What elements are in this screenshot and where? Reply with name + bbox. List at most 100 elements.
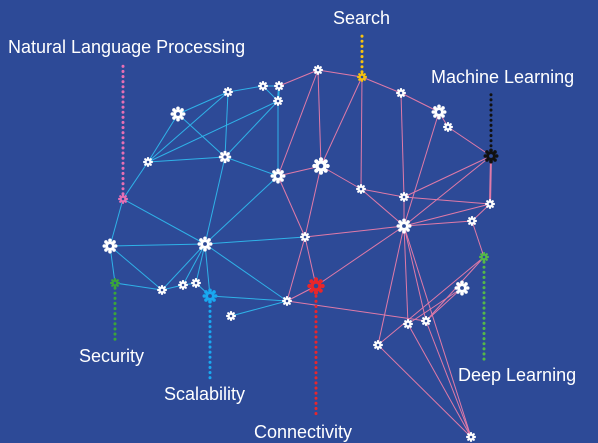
gear-icon — [373, 340, 383, 350]
link-line — [377, 344, 472, 438]
link-line — [109, 243, 206, 247]
gear-icon — [399, 192, 409, 202]
link-line — [147, 91, 229, 163]
link-line — [489, 155, 492, 205]
link-line — [403, 225, 472, 438]
gear-icon — [143, 157, 153, 167]
gear-icon — [202, 288, 218, 304]
link-line — [360, 188, 405, 227]
link-line — [447, 126, 492, 157]
link-line — [109, 245, 163, 291]
link-line — [224, 156, 279, 177]
gear-icon — [357, 72, 367, 83]
link-line — [361, 76, 402, 94]
link-line — [403, 155, 492, 227]
label-search: Search — [333, 8, 391, 28]
gear-icon — [479, 252, 489, 262]
link-line — [403, 196, 491, 205]
gear-icon — [258, 81, 268, 92]
gear-icon — [300, 232, 310, 242]
gear-icon — [110, 278, 121, 288]
link-line — [177, 113, 226, 158]
link-line — [407, 323, 472, 438]
blue-links — [109, 85, 306, 317]
link-line — [317, 69, 363, 78]
link-line — [204, 175, 279, 245]
link-line — [400, 92, 440, 113]
gear-icon — [403, 319, 413, 329]
gear-icon — [157, 285, 167, 295]
link-line — [147, 100, 279, 163]
gear-icon — [102, 238, 118, 254]
link-line — [277, 69, 319, 177]
link-line — [471, 220, 485, 258]
gear-icon — [443, 122, 453, 132]
gear-icon — [312, 157, 330, 175]
link-line — [177, 91, 229, 115]
gear-icon — [396, 218, 412, 234]
gear-icon — [226, 311, 236, 321]
gear-icon — [307, 277, 325, 295]
gear-icon — [483, 148, 499, 164]
gear-icon — [485, 199, 495, 209]
link-line — [230, 300, 288, 317]
link-line — [147, 113, 179, 163]
label-deep-learning: Deep Learning — [458, 365, 577, 385]
link-line — [304, 225, 405, 238]
link-line — [209, 295, 288, 302]
label-connectivity: Connectivity — [254, 422, 353, 442]
link-line — [227, 85, 264, 93]
gear-icon — [118, 194, 128, 204]
link-line — [317, 69, 322, 167]
link-line — [204, 156, 226, 245]
gear-icon — [396, 88, 406, 99]
link-line — [377, 256, 485, 346]
gear-icon — [191, 278, 201, 288]
link-line — [109, 198, 124, 247]
network-nodes — [102, 65, 499, 442]
gear-icon — [170, 106, 186, 122]
gear-icon — [356, 184, 366, 194]
link-line — [114, 282, 163, 291]
link-line — [407, 287, 463, 325]
link-line — [147, 156, 226, 163]
gear-icon — [178, 280, 188, 290]
gear-icon — [273, 96, 283, 107]
link-line — [320, 165, 362, 190]
gear-icon — [466, 432, 476, 442]
gear-icon — [223, 87, 233, 98]
link-line — [286, 300, 427, 322]
link-line — [304, 236, 317, 287]
gear-icon — [197, 236, 213, 252]
link-line — [278, 69, 319, 87]
link-line — [286, 236, 306, 302]
link-line — [204, 243, 211, 297]
gear-icon — [431, 104, 447, 120]
link-line — [425, 320, 472, 438]
pink-links — [277, 69, 492, 438]
link-line — [403, 225, 409, 325]
label-security: Security — [79, 346, 145, 366]
link-line — [320, 76, 363, 167]
link-line — [122, 198, 206, 245]
link-line — [425, 287, 463, 322]
gear-icon — [454, 280, 470, 296]
link-line — [204, 236, 306, 245]
gear-icon — [282, 296, 292, 306]
gear-icon — [467, 216, 477, 226]
link-line — [403, 225, 427, 322]
label-machine-learning: Machine Learning — [431, 67, 575, 87]
link-line — [403, 111, 440, 227]
link-line — [161, 243, 206, 291]
gear-icon — [270, 168, 286, 184]
link-line — [277, 175, 306, 238]
gear-icon — [421, 316, 431, 326]
link-line — [400, 92, 405, 198]
link-line — [403, 155, 492, 198]
link-line — [315, 225, 405, 287]
link-line — [182, 243, 206, 286]
link-line — [204, 243, 288, 302]
link-line — [360, 188, 405, 198]
